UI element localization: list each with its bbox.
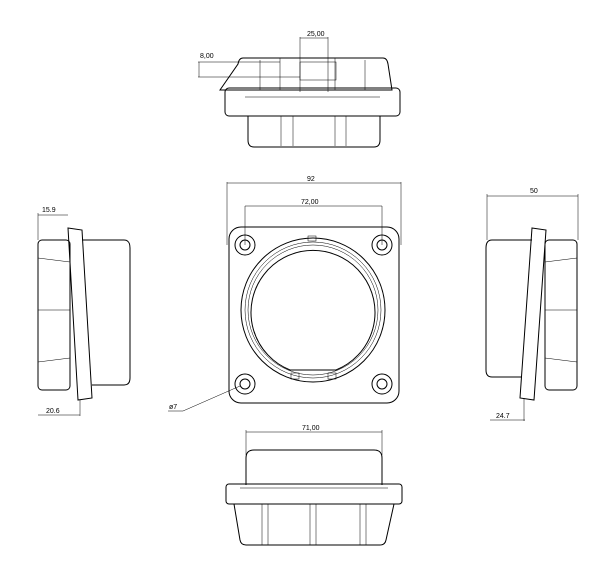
dim-top-width: 25,00: [307, 31, 325, 38]
dim-left-bottom: 20.6: [46, 408, 60, 415]
front-view: [168, 182, 402, 412]
dim-hole-diameter: ø7: [169, 404, 177, 411]
bottom-view: [225, 430, 403, 546]
left-view: [37, 213, 131, 416]
dim-left-top: 15.9: [42, 207, 56, 214]
top-view: [198, 37, 401, 148]
dim-front-overall: 92: [307, 176, 315, 183]
dim-front-holes: 72,00: [301, 199, 319, 206]
dim-right-top: 50: [530, 188, 538, 195]
dim-top-offset: 8,00: [200, 53, 214, 60]
right-view: [485, 194, 579, 421]
dim-right-bottom: 24.7: [496, 413, 510, 420]
dim-bottom-width: 71,00: [302, 425, 320, 432]
